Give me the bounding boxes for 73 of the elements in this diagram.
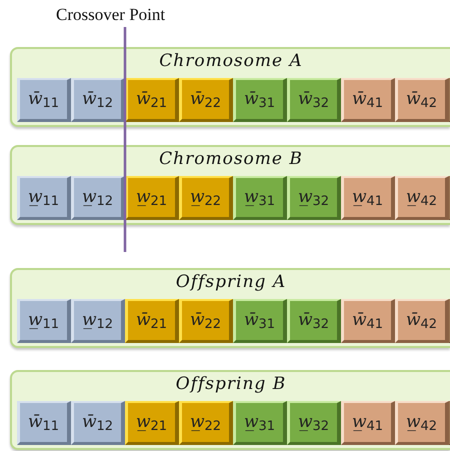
gene-label: w̄$_{11}$ [28,88,60,110]
gene-block [179,299,233,343]
gene-label: w̄$_{11}$ [28,412,60,434]
gene-label: w̄$_{42}$ [406,88,438,110]
gene-label: w̄$_{12}$ [82,412,114,434]
gene-block [125,299,179,343]
gene-label: w̄$_{32}$ [298,88,330,110]
gene-label: w̲$_{12}$ [82,186,114,208]
gene-block [17,401,71,445]
gene-block [17,176,71,220]
gene-block [341,299,395,343]
gene-block [341,78,395,122]
gene-label: w̄$_{42}$ [406,310,438,332]
gene-label: w̲$_{11}$ [28,186,60,208]
gene-label: w̲$_{21}$ [136,186,168,208]
gene-label: w̄$_{21}$ [136,310,168,332]
chromosome-title: Chromosome B [158,149,304,169]
gene-block [341,401,395,445]
gene-label: w̲$_{22}$ [190,186,222,208]
chromosome-panel [10,268,450,348]
gene-block [233,78,287,122]
gene-block [71,401,125,445]
chromosome-title: Chromosome A [158,51,304,71]
gene-label: w̄$_{41}$ [352,310,384,332]
gene-label: w̄$_{12}$ [82,88,114,110]
chromosome-panel [10,145,450,225]
gene-label: w̄$_{22}$ [190,88,222,110]
gene-block [233,176,287,220]
gene-block [395,401,449,445]
chromosome-panel [10,370,450,450]
gene-label: w̄$_{32}$ [298,310,330,332]
gene-label: w̲$_{42}$ [406,186,438,208]
gene-block [179,401,233,445]
gene-block [233,401,287,445]
gene-label: w̲$_{41}$ [352,186,384,208]
gene-block [125,401,179,445]
gene-label: w̄$_{22}$ [190,310,222,332]
gene-label: w̲$_{31}$ [244,412,276,434]
gene-label: w̲$_{12}$ [82,310,114,332]
gene-label: w̲$_{31}$ [244,186,276,208]
chromosome-title: Offspring B [174,374,288,394]
gene-block [287,299,341,343]
gene-block [71,299,125,343]
gene-block [179,78,233,122]
crossover-label: Crossover Point [56,5,166,25]
gene-block [71,176,125,220]
gene-label: w̄$_{41}$ [352,88,384,110]
gene-label: w̲$_{32}$ [298,186,330,208]
gene-label: w̲$_{42}$ [406,412,438,434]
gene-block [287,176,341,220]
gene-label: w̲$_{41}$ [352,412,384,434]
gene-block [125,176,179,220]
gene-block [287,401,341,445]
gene-block [395,299,449,343]
gene-label: w̄$_{31}$ [244,310,276,332]
chromosome-title: Offspring A [174,272,288,292]
gene-block [287,78,341,122]
gene-block [395,78,449,122]
gene-block [179,176,233,220]
gene-block [395,176,449,220]
gene-label: w̄$_{21}$ [136,88,168,110]
gene-block [341,176,395,220]
gene-label: w̲$_{32}$ [298,412,330,434]
gene-label: w̲$_{21}$ [136,412,168,434]
gene-block [17,78,71,122]
gene-block [125,78,179,122]
chromosome-panel [10,47,450,127]
gene-block [17,299,71,343]
gene-label: w̲$_{11}$ [28,310,60,332]
gene-label: w̄$_{31}$ [244,88,276,110]
gene-block [233,299,287,343]
gene-label: w̲$_{22}$ [190,412,222,434]
gene-block [71,78,125,122]
